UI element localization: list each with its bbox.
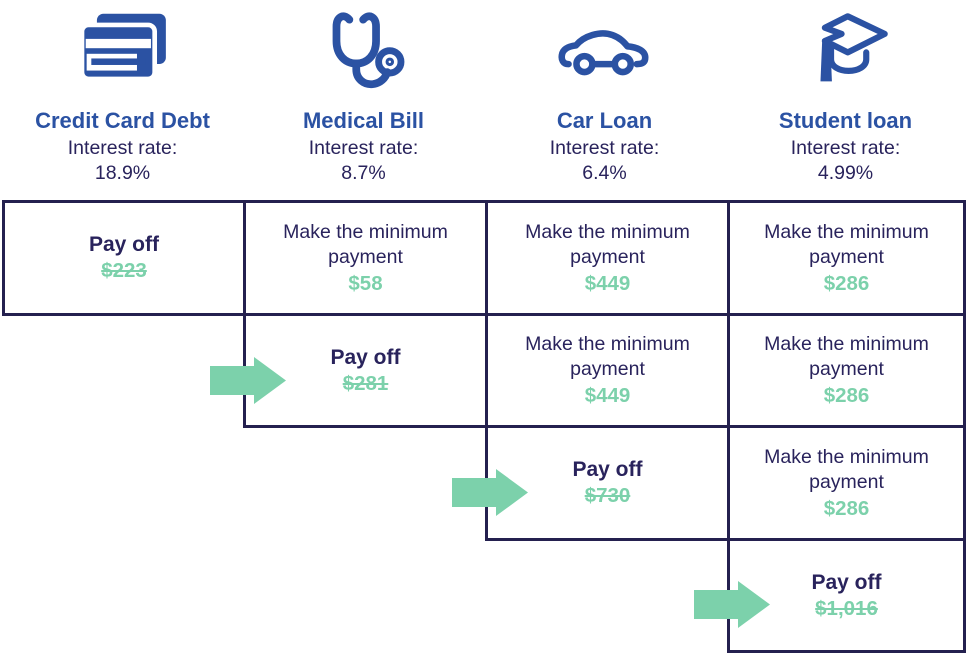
cell-step1-medical-minimum: Make the minimum payment $58: [243, 200, 488, 316]
cell-step3-car-payoff: Pay off $730: [485, 425, 730, 541]
interest-rate-label: Interest rate:: [67, 137, 178, 159]
column-title: Car Loan: [556, 108, 653, 133]
column-header-credit-card: Credit Card Debt Interest rate: 18.9%: [2, 0, 243, 200]
cell-amount: $281: [342, 371, 389, 395]
interest-rate-value: 6.4%: [582, 162, 627, 184]
cell-amount: $449: [584, 271, 631, 295]
cell-amount: $449: [584, 384, 631, 407]
cell-amount: $730: [584, 484, 631, 507]
right-arrow-icon: [210, 357, 286, 404]
graduation-cap-icon: [725, 0, 966, 102]
cell-action-label: Make the minimum payment: [764, 445, 929, 493]
cell-amount: $1,016: [815, 596, 878, 620]
cell-action-label: Pay off: [572, 458, 643, 481]
right-arrow-icon: [694, 581, 770, 628]
cell-action-label: Make the minimum payment: [283, 220, 448, 268]
cell-step1-student-minimum: Make the minimum payment $286: [727, 200, 966, 316]
cell-step3-student-minimum: Make the minimum payment $286: [727, 425, 966, 541]
car-icon: [484, 0, 725, 102]
cell-action-label: Make the minimum payment: [525, 220, 690, 268]
column-header-student-loan: Student loan Interest rate: 4.99%: [725, 0, 966, 200]
cell-amount: $58: [348, 271, 383, 295]
credit-card-icon: [2, 0, 243, 102]
cell-action-label: Pay off: [811, 570, 882, 594]
stethoscope-icon: [243, 0, 484, 102]
cell-action-label: Pay off: [88, 233, 159, 256]
interest-rate-value: 18.9%: [94, 162, 151, 184]
column-headers: Credit Card Debt Interest rate: 18.9% Me…: [2, 0, 966, 200]
cell-action-label: Make the minimum payment: [764, 220, 929, 268]
column-title: Student loan: [778, 108, 913, 133]
cell-step1-credit-card-payoff: Pay off $223: [2, 200, 246, 316]
cell-step4-student-payoff: Pay off $1,016: [727, 538, 966, 653]
payoff-steps-table: Pay off $223 Make the minimum payment $5…: [2, 200, 968, 653]
cell-step2-medical-payoff: Pay off $281: [243, 313, 488, 428]
cell-step1-car-minimum: Make the minimum payment $449: [485, 200, 730, 316]
cell-step2-student-minimum: Make the minimum payment $286: [727, 313, 966, 428]
cell-action-label: Make the minimum payment: [525, 333, 690, 380]
cell-step2-car-minimum: Make the minimum payment $449: [485, 313, 730, 428]
interest-rate-label: Interest rate:: [549, 137, 660, 159]
column-header-medical-bill: Medical Bill Interest rate: 8.7%: [243, 0, 484, 200]
interest-rate-label: Interest rate:: [308, 137, 419, 159]
column-header-car-loan: Car Loan Interest rate: 6.4%: [484, 0, 725, 200]
cell-action-label: Pay off: [330, 345, 401, 369]
column-title: Credit Card Debt: [35, 108, 210, 133]
cell-action-label: Make the minimum payment: [764, 333, 929, 380]
cell-amount: $286: [823, 384, 870, 407]
column-title: Medical Bill: [302, 108, 425, 133]
cell-amount: $223: [101, 259, 147, 282]
cell-amount: $286: [823, 271, 870, 295]
interest-rate-value: 8.7%: [341, 162, 386, 184]
interest-rate-label: Interest rate:: [790, 137, 901, 159]
right-arrow-icon: [452, 469, 528, 516]
cell-amount: $286: [823, 496, 870, 520]
interest-rate-value: 4.99%: [817, 162, 874, 184]
